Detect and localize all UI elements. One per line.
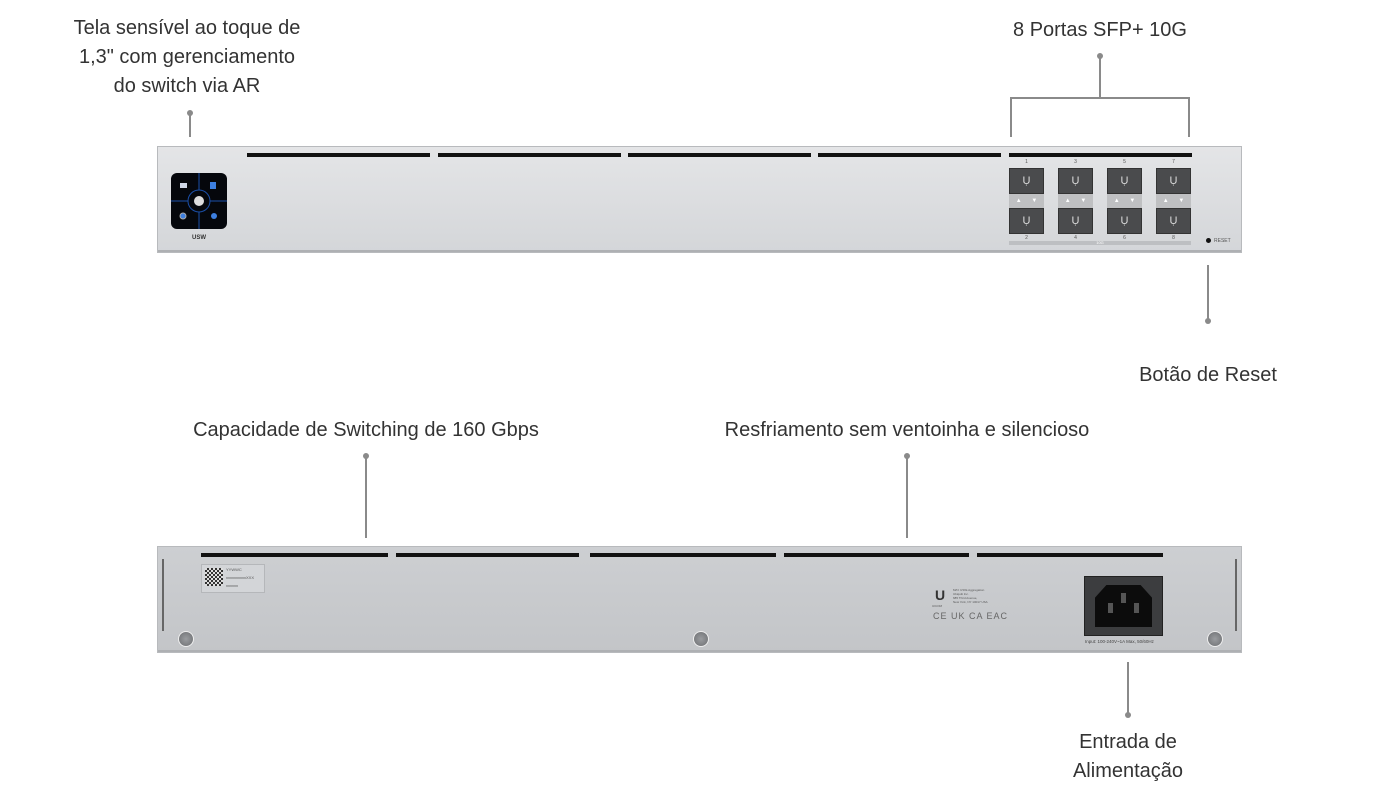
vent <box>201 553 388 557</box>
callout-line <box>1207 265 1209 320</box>
port-number: 3 <box>1074 159 1077 165</box>
label-line: xxxxxx <box>226 583 238 588</box>
port-number: 7 <box>1172 159 1175 165</box>
callout-dot <box>1205 318 1211 324</box>
address-line: Ubiquiti Inc. <box>953 592 969 596</box>
screw-icon <box>178 631 194 647</box>
label-line: xxxxxxxxxxXXX <box>226 575 255 580</box>
power-inlet[interactable] <box>1084 576 1163 636</box>
port-group-bar: 10G <box>1009 241 1191 245</box>
port-number: 6 <box>1123 235 1126 241</box>
screen-label: USW <box>192 235 206 241</box>
brand-text: UICOM <box>932 604 942 608</box>
caption-line: 1,3" com gerenciamento <box>78 46 296 68</box>
vent <box>438 153 621 157</box>
touchscreen-display[interactable] <box>171 173 227 229</box>
port-number: 8 <box>1172 235 1175 241</box>
callout-dot <box>1125 712 1131 718</box>
callout-line <box>906 456 908 538</box>
port-number: 1 <box>1025 159 1028 165</box>
caption-line: do switch via AR <box>113 75 261 97</box>
side-rail <box>162 559 164 631</box>
callout-line <box>1127 662 1129 714</box>
label-line: YYWWC <box>226 567 242 572</box>
qr-code-icon <box>205 568 223 586</box>
sfp-caption: 8 Portas SFP+ 10G <box>1013 19 1187 41</box>
sfp-port-pair[interactable]: Ụ▲ ▼Ụ <box>1009 168 1044 234</box>
callout-line <box>1188 97 1190 137</box>
vent <box>784 553 969 557</box>
switching-caption: Capacidade de Switching de 160 Gbps <box>193 419 539 441</box>
switch-front-panel: USW 1 3 5 7 Ụ▲ ▼Ụ Ụ▲ ▼Ụ Ụ▲ ▼Ụ Ụ▲ ▼Ụ 2 4 … <box>157 146 1242 253</box>
port-number: 2 <box>1025 235 1028 241</box>
vent <box>590 553 776 557</box>
port-number: 5 <box>1123 159 1126 165</box>
callout-line <box>189 113 191 137</box>
cooling-caption: Resfriamento sem ventoinha e silencioso <box>724 419 1090 441</box>
caption-line: Entrada de <box>1079 731 1177 753</box>
ubiquiti-logo-icon: U <box>935 587 946 603</box>
address-line: New York, NY 10017 USA <box>953 600 988 604</box>
reset-button[interactable] <box>1206 238 1211 243</box>
power-rating: Input: 100-240V~1A Max, 50/60Hz <box>1085 639 1154 644</box>
port-number: 4 <box>1074 235 1077 241</box>
address-line: M/N: USW-Aggregation <box>953 588 985 592</box>
side-rail <box>1235 559 1237 631</box>
callout-line <box>1010 97 1012 137</box>
reset-label: RESET <box>1214 238 1231 244</box>
caption-line: Tela sensível ao toque de <box>73 17 301 39</box>
vent <box>818 153 1001 157</box>
reset-caption: Botão de Reset <box>1139 364 1277 386</box>
sfp-port-pair[interactable]: Ụ▲ ▼Ụ <box>1107 168 1142 234</box>
vent <box>247 153 430 157</box>
screw-icon <box>1207 631 1223 647</box>
touchscreen-caption: Tela sensível ao toque de 1,3" com geren… <box>74 14 301 101</box>
sfp-port-pair[interactable]: Ụ▲ ▼Ụ <box>1058 168 1093 234</box>
caption-line: Alimentação <box>1072 760 1184 782</box>
sfp-port-pair[interactable]: Ụ▲ ▼Ụ <box>1156 168 1191 234</box>
iec-socket-icon <box>1095 585 1152 627</box>
address-block: M/N: USW-Aggregation Ubiquiti Inc. 685 T… <box>953 588 988 604</box>
callout-bracket <box>1010 97 1190 99</box>
vent <box>1009 153 1192 157</box>
vent <box>396 553 579 557</box>
callout-line <box>1099 56 1101 98</box>
callout-line <box>365 456 367 538</box>
screw-icon <box>693 631 709 647</box>
serial-label: YYWWC xxxxxxxxxxXXX xxxxxx <box>201 564 265 593</box>
address-line: 685 Third Avenue, <box>953 596 978 600</box>
switch-back-panel: YYWWC xxxxxxxxxxXXX xxxxxx U UICOM M/N: … <box>157 546 1242 653</box>
compliance-marks: CE UK CA EAC <box>933 611 1009 621</box>
vent <box>628 153 811 157</box>
screen-ui-icon <box>171 173 227 229</box>
power-caption: Entrada de Alimentação <box>1073 728 1183 786</box>
vent <box>977 553 1163 557</box>
